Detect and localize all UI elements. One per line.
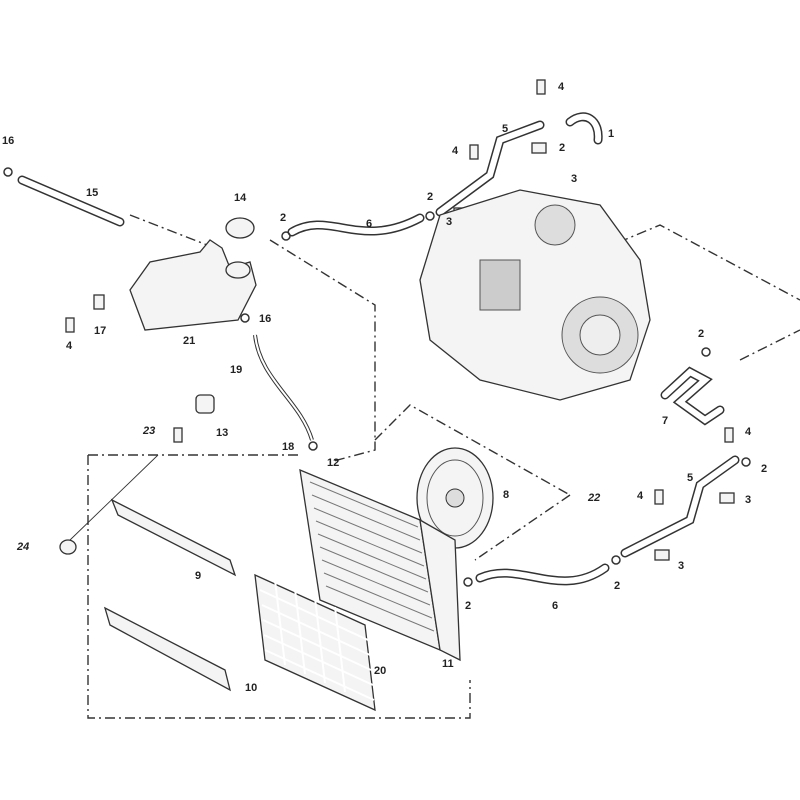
- reservoir-cap: [225, 217, 255, 239]
- nut-24: [59, 539, 77, 555]
- radiator-group-boundary: [87, 404, 571, 719]
- callout-label: 12: [327, 457, 339, 469]
- callout-label: 4: [452, 145, 459, 157]
- callout-label: 16: [259, 313, 271, 325]
- callout-label: 23: [142, 425, 155, 437]
- callout-label: 1: [608, 128, 614, 140]
- callout-label: 2: [614, 580, 620, 592]
- callout-label: 21: [183, 335, 195, 347]
- bolt-4-reservoir: [65, 317, 75, 333]
- radiator: [299, 468, 461, 662]
- callout-label: 3: [571, 173, 577, 185]
- clamp-18: [308, 441, 318, 451]
- callout-label: 2: [698, 328, 704, 340]
- callout-label: 5: [502, 123, 508, 135]
- callout-label: 9: [195, 570, 201, 582]
- hose-routing-line: [269, 239, 376, 463]
- callout-label: 14: [234, 192, 247, 204]
- callout-label: 10: [245, 682, 257, 694]
- callout-label: 17: [94, 325, 106, 337]
- callout-label: 6: [366, 218, 372, 230]
- callout-labels: 16 15 14 2 6 2 3 4 5 4 2 3 1 17 4 21 16 …: [2, 81, 767, 694]
- callout-label: 2: [559, 142, 565, 154]
- callout-label: 13: [216, 427, 228, 439]
- callout-label: 19: [230, 364, 242, 376]
- overflow-routing-line: [129, 214, 221, 251]
- callout-label: 7: [662, 415, 668, 427]
- callout-label: 15: [86, 187, 98, 199]
- callout-label: 8: [503, 489, 509, 501]
- bracket-lower: [103, 606, 231, 692]
- callout-label: 5: [687, 472, 693, 484]
- radiator-grille: [254, 573, 376, 712]
- callout-label: 3: [678, 560, 684, 572]
- temperature-sensor: [195, 394, 215, 414]
- callout-label: 3: [745, 494, 751, 506]
- callout-label: 16: [2, 135, 14, 147]
- clamp-16-top: [3, 167, 13, 177]
- clamp-16: [240, 313, 250, 323]
- callout-label: 18: [282, 441, 294, 453]
- callout-label: 22: [587, 492, 600, 504]
- callout-label: 6: [552, 600, 558, 612]
- engine: [419, 189, 651, 401]
- bracket-upper: [110, 498, 237, 577]
- callout-label: 4: [637, 490, 644, 502]
- reservoir-tube: [253, 334, 314, 441]
- callout-label: 2: [280, 212, 286, 224]
- callout-label: 2: [465, 600, 471, 612]
- bolt-17: [93, 294, 105, 310]
- callout-label: 3: [446, 216, 452, 228]
- callout-label: 4: [558, 81, 565, 93]
- callout-label: 11: [442, 658, 454, 670]
- callout-label: 2: [761, 463, 767, 475]
- callout-label: 4: [66, 340, 73, 352]
- callout-label: 4: [745, 426, 752, 438]
- coolant-reservoir: [129, 239, 257, 331]
- callout-label: 24: [16, 541, 29, 553]
- callout-label: 20: [374, 665, 386, 677]
- callout-label: 2: [427, 191, 433, 203]
